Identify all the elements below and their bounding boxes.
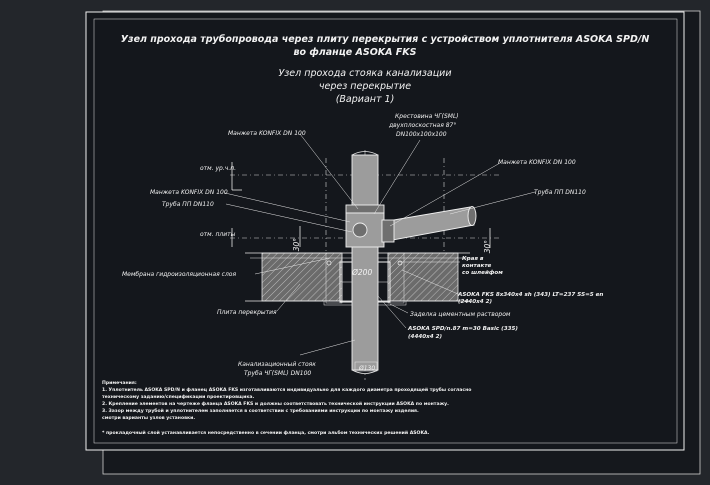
- label-plita: Плита перекрытия: [217, 309, 277, 316]
- label-pp-left: Труба ПП DN110: [162, 201, 214, 208]
- label-stoyak-2: Труба ЧГ(SML) DN100: [244, 370, 311, 377]
- label-otm-floor: отм. ур.ч.п.: [200, 165, 236, 172]
- subtitle-line-2: через перекрытие: [319, 81, 411, 92]
- bottom-dim-box: [354, 361, 378, 372]
- konfix-sleeve-right: [381, 219, 395, 243]
- label-pp-right: Труба ПП DN110: [534, 189, 586, 196]
- leader-membrana: [254, 257, 331, 275]
- leader-asoka-fks: [401, 269, 459, 295]
- label-asoka-fks: ASOKA FKS 8x340x4 sh (343) LT=237 SS=5 e…: [457, 292, 603, 298]
- bottom-dim: Ø130: [358, 365, 375, 372]
- note-4: * прокладочный слой устанавливается непо…: [102, 429, 430, 436]
- leader-asoka-spd: [377, 295, 407, 329]
- pipe-top-cut: [351, 151, 379, 156]
- leader-pp-right: [449, 191, 536, 215]
- bolt-left: [326, 260, 332, 266]
- leader-konfix-right: [389, 162, 501, 227]
- label-stoyak-1: Канализационный стояк: [238, 361, 316, 368]
- cross-fitting-outlet: [352, 222, 368, 238]
- label-kraya-1: Края в: [462, 256, 484, 262]
- label-asoka-spd-code: (4440x4 2): [408, 334, 442, 340]
- label-krestovina-3: DN100х100х100: [396, 131, 447, 138]
- note-3b: смотри варианты узлов установки.: [102, 416, 195, 421]
- slab-left: [261, 252, 343, 302]
- leader-zadelka: [389, 303, 409, 314]
- leader-stoyak: [299, 339, 356, 356]
- note-2: 2. Крепление элементов на чертеже фланца…: [102, 400, 449, 407]
- label-konfix-top: Манжета KONFIX DN 100: [228, 130, 306, 137]
- slab-right: [387, 252, 459, 302]
- note-1: 1. Уплотнитель ASOKA SPD/N и фланец ASOK…: [102, 386, 471, 393]
- note-3: 3. Зазор между трубой и уплотнителем зап…: [102, 407, 419, 414]
- title-line-1: Узел прохода трубопровода через плиту пе…: [121, 34, 650, 45]
- branch-pipe-end: [467, 206, 477, 226]
- bolt-right: [397, 260, 403, 266]
- label-otm-slab: отм. плиты: [200, 231, 236, 238]
- leader-pp-left: [225, 203, 353, 233]
- label-zadelka: Заделка цементным раствором: [410, 311, 511, 318]
- leader-plita: [276, 283, 301, 312]
- angle-dim-left: 30°: [292, 238, 301, 252]
- subtitle-line-1: Узел прохода стояка канализации: [278, 68, 451, 79]
- label-konfix-left: Манжета KONFIX DN 100: [150, 189, 228, 196]
- label-asoka-spd: ASOKA SPD/n.87 m=30 Basic (335): [407, 326, 518, 332]
- subtitle-line-3: (Вариант 1): [336, 94, 395, 105]
- leader-konfix-top: [299, 133, 359, 210]
- diameter-dim: Ø200: [351, 268, 372, 277]
- notes-heading: Примечания:: [102, 380, 137, 386]
- flange-right: [387, 252, 405, 304]
- leader-krestovina: [373, 139, 421, 215]
- sheet-inner-frame: [93, 18, 678, 444]
- label-krestovina-1: Крестовина ЧГ(SML): [395, 113, 459, 120]
- label-konfix-right: Манжета KONFIX DN 100: [498, 159, 576, 166]
- leader-konfix-left: [224, 192, 351, 223]
- note-1b: техническому заданию/спецификации проект…: [102, 393, 255, 400]
- label-krestovina-2: двухплоскостная 87°: [388, 122, 456, 129]
- flange-left: [325, 252, 343, 304]
- label-asoka-fks-code: (2440x4 2): [458, 299, 492, 305]
- cross-fitting-collar: [345, 204, 385, 214]
- vertical-pipe: [351, 154, 379, 371]
- label-membrana: Мембрана гидроизоляционная слоя: [122, 271, 236, 278]
- label-kraya-2: контакте: [462, 263, 492, 269]
- title-line-2: во фланце ASOKA FKS: [294, 47, 417, 58]
- label-kraya-3: со шлейфом: [462, 269, 503, 276]
- angle-dim-right: 30°: [483, 240, 492, 254]
